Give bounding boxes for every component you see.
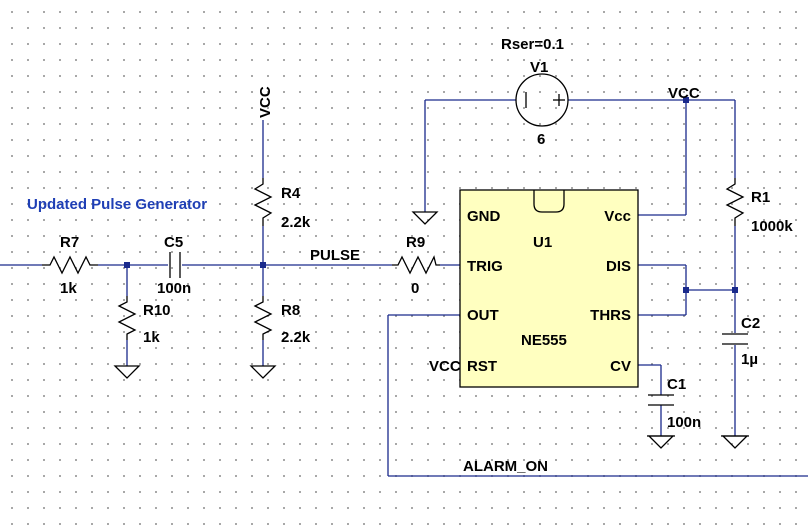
label-v1-name: V1 [530,59,548,76]
junction-c2 [732,287,738,293]
net-vcc-top: VCC [668,85,700,102]
label-r10-name: R10 [143,302,171,319]
label-r7-value: 1k [60,280,77,297]
net-pulse: PULSE [310,247,360,264]
label-r1-value: 1000k [751,218,793,235]
pin-cv: CV [610,358,631,375]
resistor-r9[interactable] [392,255,440,275]
label-r1-name: R1 [751,189,770,206]
label-r7-name: R7 [60,234,79,251]
wires [0,99,808,477]
label-r4-name: R4 [281,185,301,202]
label-r10-value: 1k [143,329,160,346]
label-c1-value: 100n [667,414,701,431]
net-vcc-rst: VCC [429,358,461,375]
label-r9-value: 0 [411,280,419,297]
pin-vcc: Vcc [604,208,631,225]
label-c2-value: 1µ [741,351,758,368]
voltage-source-v1[interactable] [515,73,569,127]
ic-name: U1 [533,234,552,251]
label-r8-value: 2.2k [281,329,311,346]
label-c1-name: C1 [667,376,686,393]
pin-out: OUT [467,307,499,324]
ground-icon [113,365,141,379]
ground-icon [249,365,277,379]
resistor-r1[interactable] [725,178,745,226]
pin-gnd: GND [467,208,501,225]
label-r9-name: R9 [406,234,425,251]
capacitor-c1[interactable] [648,394,674,406]
label-c2-name: C2 [741,315,760,332]
label-c5-name: C5 [164,234,183,251]
annotation-title: Updated Pulse Generator [27,196,207,213]
ground-icon [647,435,675,449]
label-v1-value: 6 [537,131,545,148]
resistor-r4[interactable] [253,178,273,226]
ground-icon [411,211,439,225]
junctions [124,97,738,293]
ground-symbols [113,211,749,449]
label-r8-name: R8 [281,302,300,319]
resistor-r10[interactable] [117,296,137,340]
capacitor-c5[interactable] [169,252,181,278]
junction-vcc [683,97,689,103]
junction-pulse [260,262,266,268]
ic-part: NE555 [521,332,567,349]
label-c5-value: 100n [157,280,191,297]
label-r4-value: 2.2k [281,214,311,231]
junction-dis [683,287,689,293]
pin-dis: DIS [606,258,631,275]
pin-rst: RST [467,358,497,375]
ic-u1[interactable]: GND TRIG OUT RST Vcc DIS THRS CV U1 NE55… [459,189,639,388]
pin-trig: TRIG [467,258,503,275]
junction-c5 [124,262,130,268]
pin-thrs: THRS [590,307,631,324]
net-alarm-on: ALARM_ON [463,458,548,475]
net-vcc-left: VCC [257,86,274,118]
ground-icon [721,435,749,449]
resistor-r8[interactable] [253,296,273,340]
label-v1-param: Rser=0.1 [501,36,564,53]
capacitor-c2[interactable] [722,333,748,345]
resistor-r7[interactable] [42,255,98,275]
